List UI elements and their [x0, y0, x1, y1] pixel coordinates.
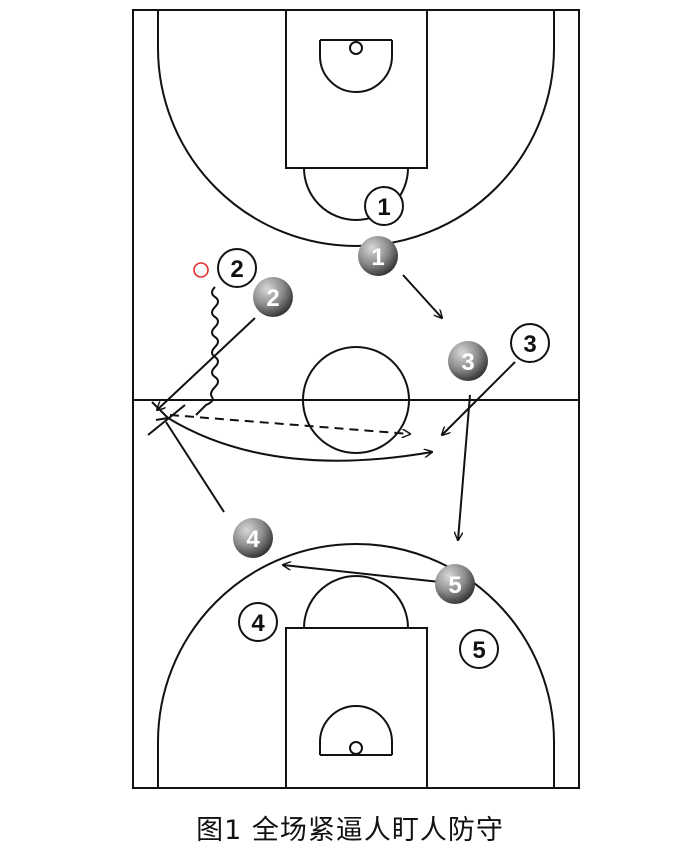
free-throw-circle-bottom: [303, 575, 409, 629]
defender-2-trap-line: [157, 317, 256, 410]
hoop-top: [349, 41, 363, 55]
defense-players: 1 2 3 4 5: [233, 236, 488, 604]
three-point-arc-top: [157, 10, 555, 247]
defense-player-5: 5: [435, 564, 475, 604]
offense-player-3-label: 3: [523, 331, 536, 358]
free-throw-circle-top: [303, 167, 409, 221]
offense-player-3: 3: [510, 323, 550, 363]
offense-player-4: 4: [238, 602, 278, 642]
movement-lines: [147, 274, 516, 583]
offense-player-2: 2: [217, 248, 257, 288]
trap-line: [147, 404, 186, 436]
defense-player-4: 4: [233, 518, 273, 558]
offense-3-cut-arrow: [442, 361, 516, 435]
offense-player-1-label: 1: [377, 194, 390, 221]
offense-player-5-label: 5: [472, 637, 485, 664]
defense-player-4-label: 4: [246, 526, 260, 553]
center-circle: [302, 346, 410, 454]
offense-players: 1 2 3 4 5: [217, 186, 550, 669]
defense-player-5-label: 5: [448, 572, 461, 599]
trap-symbol: [151, 401, 171, 421]
offense-player-1: 1: [364, 186, 404, 226]
pass-dashed-arrow: [169, 414, 410, 434]
curve-arrow-to-center: [167, 417, 432, 462]
defender-4-trap-line: [165, 421, 225, 513]
restricted-arc-bottom: [319, 705, 393, 755]
ball-marker: [193, 262, 209, 278]
defense-player-2-label: 2: [266, 285, 279, 312]
hoop-bottom: [349, 741, 363, 755]
dribble-path-2: [195, 286, 219, 416]
court-lines: [132, 9, 580, 789]
basketball-court-diagram: 1 2 3 4 5 1 2 3: [132, 9, 580, 789]
defense-player-1-label: 1: [371, 244, 384, 271]
defender-1-move-arrow: [402, 274, 442, 318]
offense-player-4-label: 4: [251, 610, 265, 637]
offense-player-5: 5: [459, 629, 499, 669]
key-top: [285, 9, 428, 169]
defense-player-3-label: 3: [461, 349, 474, 376]
defense-player-3: 3: [448, 341, 488, 381]
key-bottom: [285, 627, 428, 789]
three-point-arc-bottom: [157, 543, 555, 788]
defender-3-move-arrow: [458, 394, 471, 540]
figure-caption: 图1 全场紧逼人盯人防守: [196, 815, 504, 846]
defender-5-move-arrow: [283, 565, 441, 583]
restricted-arc-top: [319, 40, 393, 93]
defense-player-1: 1: [358, 236, 398, 276]
defense-player-2: 2: [253, 277, 293, 317]
offense-player-2-label: 2: [230, 256, 243, 283]
